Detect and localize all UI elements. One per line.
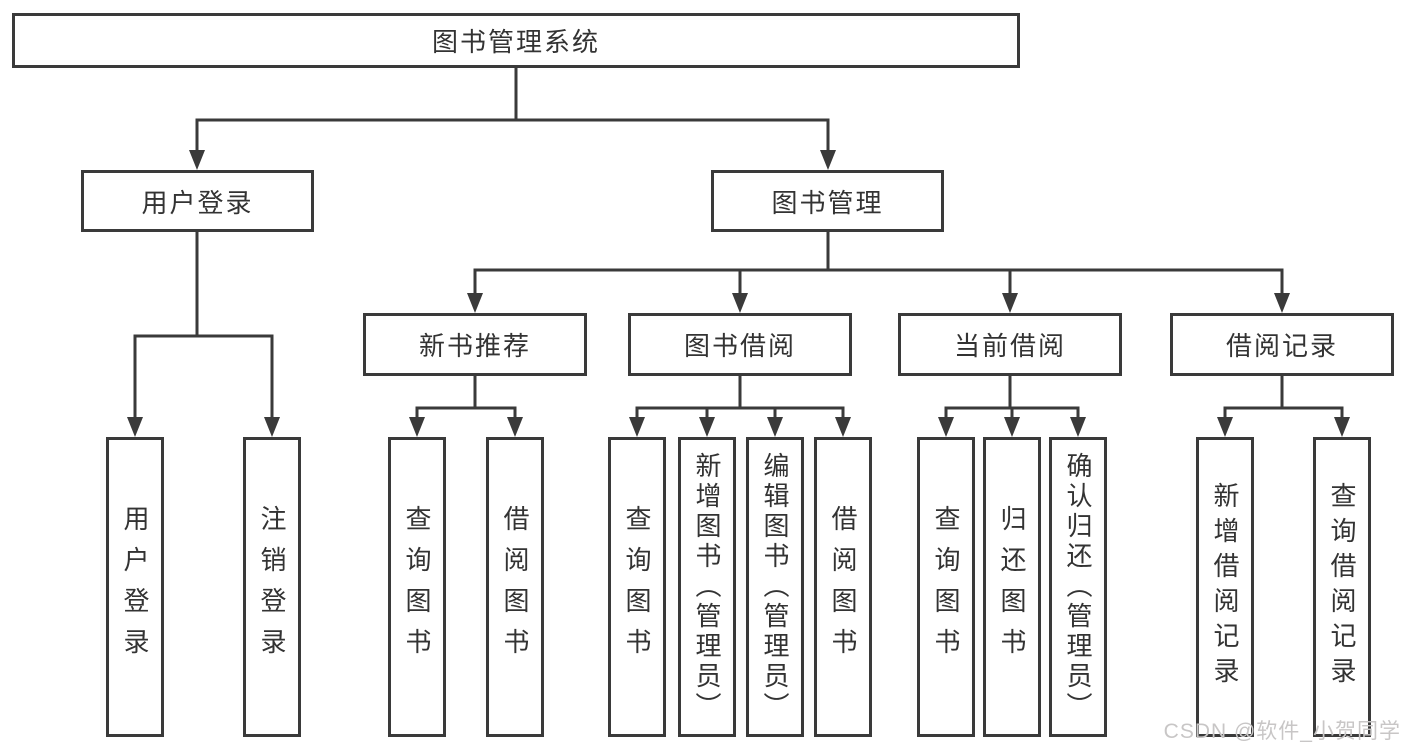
- arrow-down-icon: [835, 417, 851, 437]
- arrow-down-icon: [1004, 417, 1020, 437]
- leaf-user-login: 用户登录: [106, 437, 164, 737]
- leaf-logout: 注销登录: [243, 437, 301, 737]
- arrow-down-icon: [1274, 293, 1290, 313]
- node-current-borrow: 当前借阅: [898, 313, 1122, 376]
- arrow-down-icon: [1070, 417, 1086, 437]
- arrow-down-icon: [629, 417, 645, 437]
- connector-current-to-leaves: [938, 376, 1086, 437]
- leaf-query-book-borrow: 查询图书: [608, 437, 666, 737]
- connector-bookborrow-to-leaves: [629, 376, 851, 437]
- arrow-down-icon: [1217, 417, 1233, 437]
- arrow-down-icon: [732, 293, 748, 313]
- node-book-borrow: 图书借阅: [628, 313, 852, 376]
- leaf-return-book: 归还图书: [983, 437, 1041, 737]
- connector-management-to-level3: [467, 232, 1290, 313]
- leaf-borrow-book: 借阅图书: [814, 437, 872, 737]
- leaf-confirm-return-admin: 确认归还（管理员）: [1049, 437, 1107, 737]
- arrow-down-icon: [1334, 417, 1350, 437]
- arrow-down-icon: [938, 417, 954, 437]
- arrow-down-icon: [507, 417, 523, 437]
- node-borrow-records: 借阅记录: [1170, 313, 1394, 376]
- node-user-login: 用户登录: [81, 170, 314, 232]
- arrow-down-icon: [767, 417, 783, 437]
- arrow-down-icon: [467, 293, 483, 313]
- leaf-add-book-admin: 新增图书（管理员）: [678, 437, 736, 737]
- watermark: CSDN @软件_小贺同学: [1163, 720, 1401, 743]
- arrow-down-icon: [189, 150, 205, 170]
- leaf-query-book-recommend: 查询图书: [388, 437, 446, 737]
- node-new-book-recommend: 新书推荐: [363, 313, 587, 376]
- arrow-down-icon: [699, 417, 715, 437]
- connector-login-to-leaves: [127, 232, 280, 437]
- connector-root-to-level2: [189, 68, 836, 170]
- leaf-edit-book-admin: 编辑图书（管理员）: [746, 437, 804, 737]
- arrow-down-icon: [264, 417, 280, 437]
- connector-records-to-leaves: [1217, 376, 1350, 437]
- arrow-down-icon: [127, 417, 143, 437]
- leaf-borrow-book-recommend: 借阅图书: [486, 437, 544, 737]
- connector-recommend-to-leaves: [409, 376, 523, 437]
- arrow-down-icon: [820, 150, 836, 170]
- node-root: 图书管理系统: [12, 13, 1020, 68]
- leaf-query-book-current: 查询图书: [917, 437, 975, 737]
- arrow-down-icon: [409, 417, 425, 437]
- leaf-add-borrow-record: 新增借阅记录: [1196, 437, 1254, 737]
- leaf-query-borrow-record: 查询借阅记录: [1313, 437, 1371, 737]
- arrow-down-icon: [1002, 293, 1018, 313]
- node-book-management: 图书管理: [711, 170, 944, 232]
